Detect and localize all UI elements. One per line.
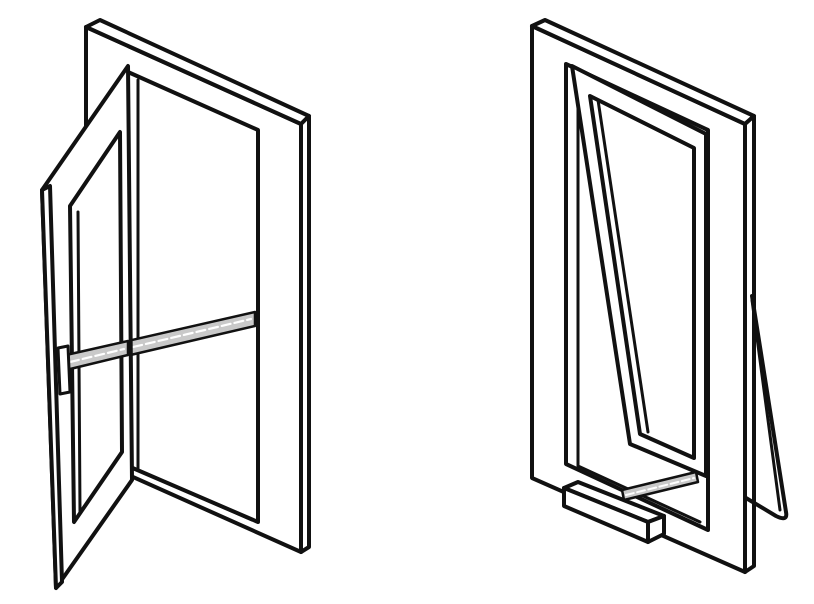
casement-frame-side-right: [299, 114, 311, 554]
casement-sash-edge: [40, 184, 64, 590]
awning-stay-mount-side: [646, 514, 666, 544]
awning-sash-glass-reveal: [596, 98, 650, 434]
awning-sash-glass: [588, 94, 696, 460]
awning-stay-bar: [620, 470, 700, 502]
casement-frame-reveal: [136, 78, 254, 522]
awning-support-leg: [744, 294, 789, 521]
awning-window-illustration: [530, 18, 789, 574]
casement-handle-bracket: [56, 344, 72, 396]
awning-frame-side-right: [743, 114, 756, 574]
casement-sash-glass: [68, 130, 124, 524]
casement-window-illustration: [40, 18, 311, 590]
casement-frame-opening: [126, 70, 260, 524]
